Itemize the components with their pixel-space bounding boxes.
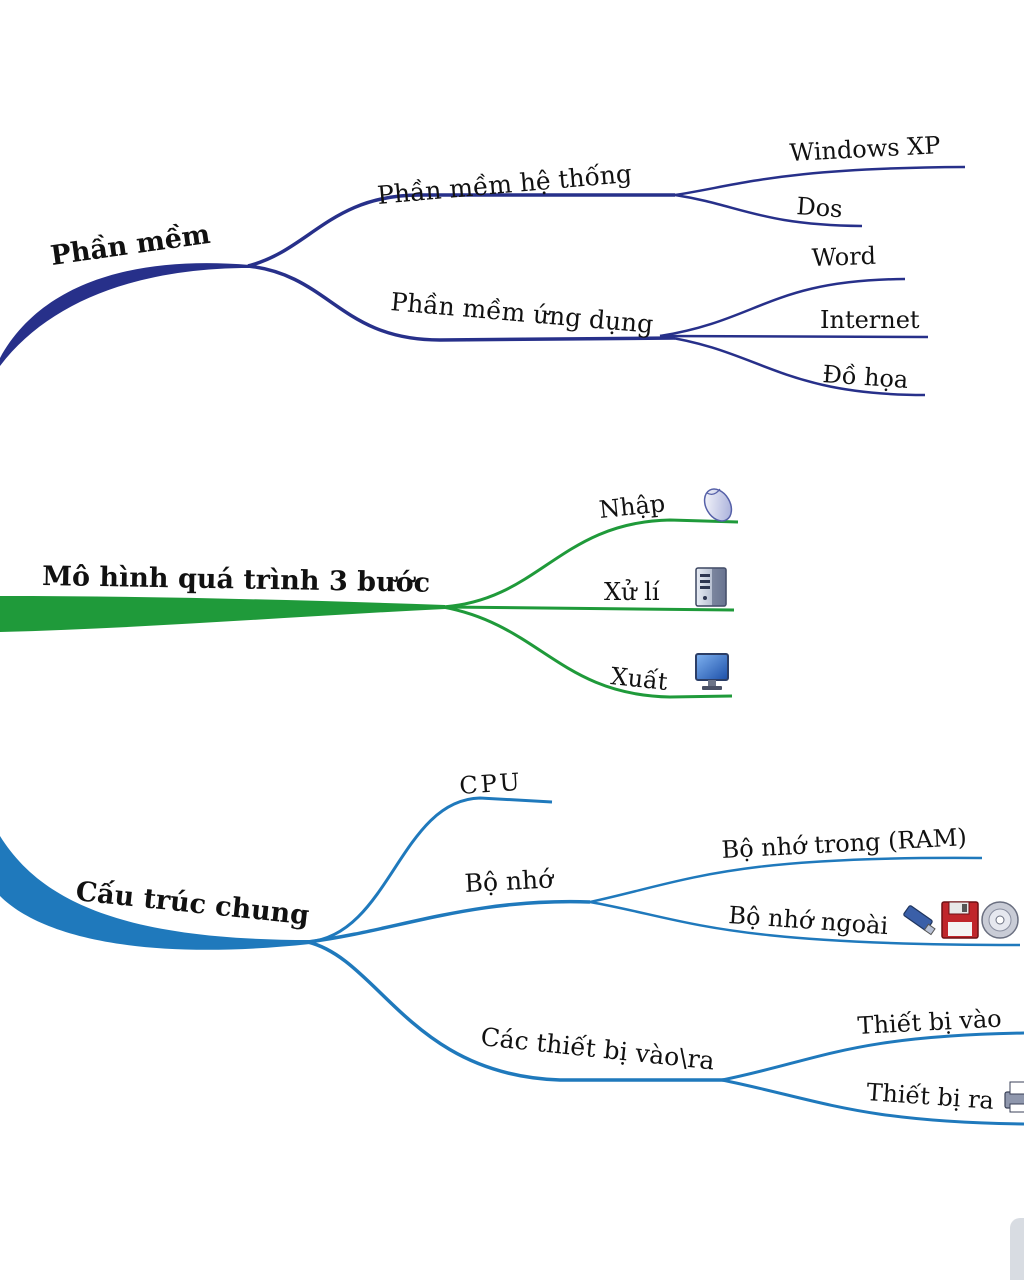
cd-icon [981, 901, 1019, 939]
internet-label: Internet [820, 306, 920, 334]
branch-process-trunk [0, 596, 445, 632]
output-devices-label: Thiết bị ra [866, 1078, 995, 1115]
graphics-label: Đồ họa [822, 360, 910, 394]
connector-input-devices [721, 1031, 1024, 1082]
dos-label: Dos [796, 192, 844, 223]
branch-software: Phần mềm Phần mềm hệ thống Phần mềm ứng … [0, 131, 966, 397]
process-label: Xử lí [604, 578, 660, 606]
output-label: Xuất [609, 662, 669, 696]
connector-external-memory [589, 900, 1021, 947]
floppy-disk-icon [941, 901, 979, 939]
input-label: Nhập [598, 489, 667, 524]
connector-windows-xp [674, 165, 966, 197]
connector-input [442, 518, 739, 609]
branch-process-label: Mô hình quá trình 3 bước [42, 561, 430, 599]
mouse-icon [703, 488, 733, 522]
branch-process: Mô hình quá trình 3 bước Nhập Xử lí Xuất [0, 488, 739, 699]
cpu-label: CPU [458, 768, 523, 800]
word-label: Word [811, 242, 876, 272]
connector-process [442, 605, 735, 612]
windows-xp-label: Windows XP [789, 131, 941, 167]
connector-io-devices [307, 940, 725, 1082]
server-icon [695, 567, 727, 607]
application-software-label: Phần mềm ứng dụng [389, 287, 654, 339]
printer-icon [1004, 1081, 1024, 1113]
connector-application-software [247, 264, 676, 342]
connector-dos [674, 193, 863, 228]
connector-output-devices [721, 1078, 1024, 1126]
monitor-icon [695, 653, 729, 690]
connector-graphics [659, 334, 926, 397]
connector-output [442, 605, 733, 699]
connector-memory [307, 899, 591, 944]
connector-word [659, 277, 906, 338]
scroll-handle[interactable] [1010, 1218, 1024, 1280]
connector-system-software [247, 193, 675, 268]
system-software-label: Phần mềm hệ thống [376, 159, 633, 210]
branch-software-trunk [0, 263, 250, 366]
usb-drive-icon [903, 905, 936, 936]
io-devices-label: Các thiết bị vào\ra [479, 1022, 716, 1075]
branch-structure-trunk [0, 836, 310, 950]
connector-cpu [307, 796, 553, 944]
connector-internet [659, 334, 929, 339]
branch-structure: Cấu trúc chung CPU Bộ nhớ Các thiết bị v… [0, 768, 1024, 1126]
memory-label: Bộ nhớ [464, 864, 556, 898]
connector-ram [589, 856, 983, 904]
